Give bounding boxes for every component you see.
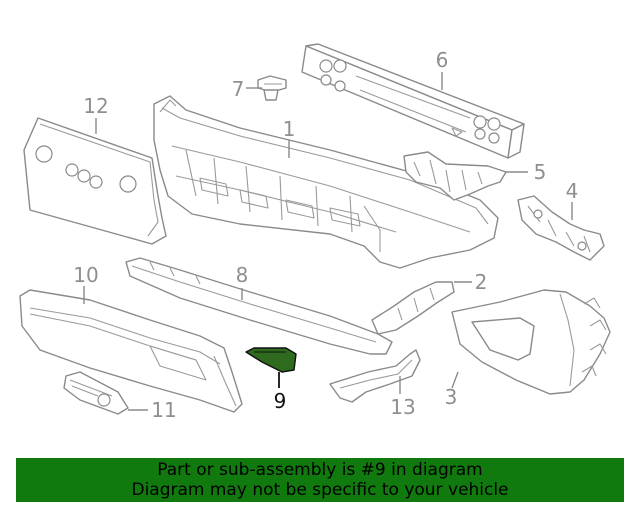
callout-9: 9 <box>274 389 287 413</box>
part-8-lower-skirt <box>125 257 393 355</box>
callout-2: 2 <box>475 270 488 294</box>
part-3-side-cover <box>451 289 611 395</box>
banner-line-1: Part or sub-assembly is #9 in diagram <box>157 460 483 480</box>
callout-10: 10 <box>73 263 98 287</box>
callout-8: 8 <box>236 263 249 287</box>
callout-7: 7 <box>232 77 245 101</box>
callout-11: 11 <box>151 398 176 422</box>
part-5-bracket <box>403 151 507 201</box>
callout-6: 6 <box>436 48 449 72</box>
part-2-small-bracket <box>371 281 455 335</box>
leader-lines <box>83 72 573 411</box>
callout-3: 3 <box>445 385 458 409</box>
part-6-reinforcement-beam <box>301 43 525 159</box>
banner-line-2: Diagram may not be specific to your vehi… <box>131 480 509 500</box>
part-12-license-bracket <box>23 117 167 245</box>
callout-1: 1 <box>283 117 296 141</box>
callout-12: 12 <box>83 94 108 118</box>
callout-4: 4 <box>566 179 579 203</box>
part-1-bumper-cover <box>153 95 499 269</box>
part-4-side-bracket <box>517 195 605 261</box>
info-banner: Part or sub-assembly is #9 in diagram Di… <box>16 458 624 502</box>
part-9-highlighted <box>245 347 297 373</box>
callout-5: 5 <box>534 160 547 184</box>
part-13-trim-piece <box>329 349 421 403</box>
part-7-bolt <box>257 75 287 101</box>
part-11-grille-insert <box>63 371 129 415</box>
callout-13: 13 <box>390 395 415 419</box>
part-10-lower-valance <box>19 289 243 413</box>
parts-diagram: 12 1 6 7 5 4 2 8 10 11 13 3 9 <box>19 43 611 422</box>
